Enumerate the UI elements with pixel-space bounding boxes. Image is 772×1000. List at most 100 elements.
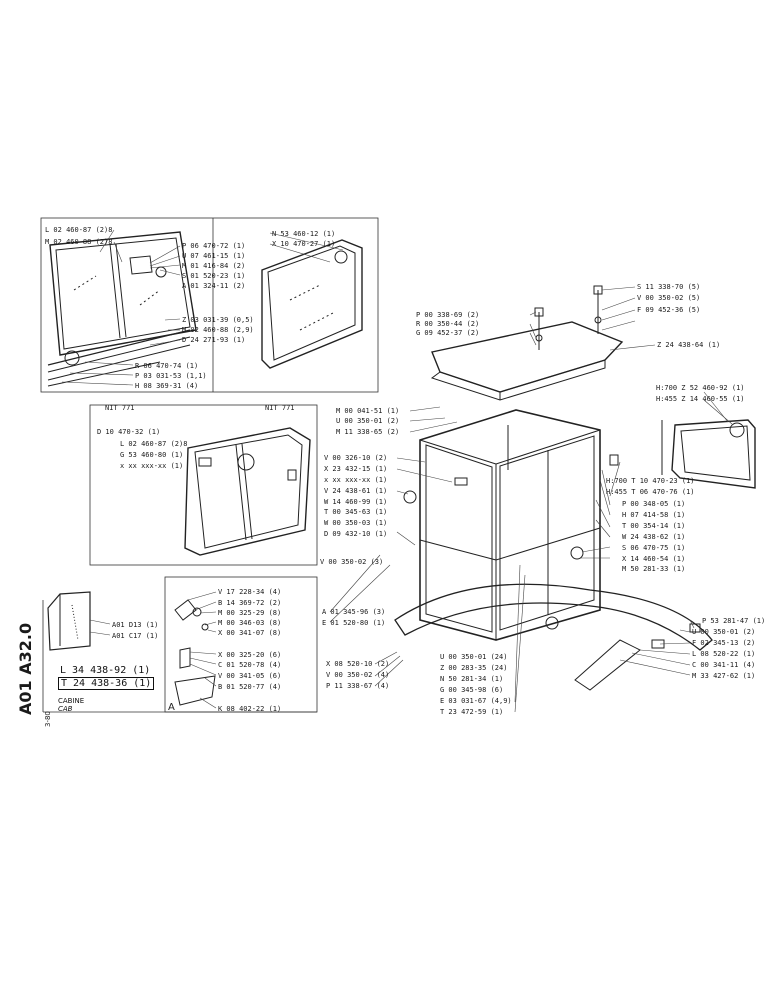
label-cab-left: V 24 438-61 (1): [324, 487, 388, 495]
label-cab-left: W 14 460-99 (1): [324, 498, 388, 506]
label-cab-center: E 01 520-80 (1): [322, 619, 386, 627]
sheet-code: A01 A32.0: [16, 622, 35, 715]
label-roof: V 00 350-02 (5): [637, 294, 701, 302]
frame-top-left: [40, 217, 379, 393]
roof-exploded: [430, 285, 624, 401]
label-hardware: M 00 325-29 (8): [218, 609, 282, 617]
label-cab-left: U 00 350-01 (2): [336, 417, 400, 425]
title-en: CAB: [58, 705, 73, 713]
label-fender: U 00 350-01 (2): [692, 628, 756, 636]
label-door-left: P 06 470-72 (1): [182, 242, 246, 250]
seat-box: [47, 591, 91, 651]
label-door-left: U 07 461-15 (1): [182, 252, 246, 260]
label-fender: P 53 281-47 (1): [702, 617, 766, 625]
label-cab-left: M 00 041-51 (1): [336, 407, 400, 415]
label-door-left: L 02 460-87 (2)8: [45, 226, 113, 234]
label-hardware: K 08 402-22 (1): [218, 705, 282, 713]
label-hardware: X 00 325-20 (6): [218, 651, 282, 659]
label-cab-bottom: E 03 031-67 (4,9): [440, 697, 512, 705]
label-door-left: M 02 460-88 (2)8: [45, 238, 113, 246]
label-cab-right: M 50 281-33 (1): [622, 565, 686, 573]
door-left-exploded: [47, 231, 197, 387]
label-cab-center: X 08 520-10 (2): [326, 660, 390, 668]
frame-lines: [40, 217, 379, 713]
label-cab-center: P 11 338-67 (4): [326, 682, 390, 690]
label-door-left: Z 03 031-39 (0,5): [182, 316, 254, 324]
label-side-window: X 10 470-27 (1): [272, 240, 336, 248]
label-door-left: P 03 031-53 (1,1): [135, 372, 207, 380]
label-hardware: M 00 346-03 (8): [218, 619, 282, 627]
side-window-exploded: [261, 239, 363, 369]
label-rear-window: H:455 T 06 470-76 (1): [606, 488, 695, 496]
label-cab-left: M 11 338-65 (2): [336, 428, 400, 436]
label-door-left: M 02 460-88 (2,9): [182, 326, 254, 334]
label-cab-left: V 00 350-02 (3): [320, 558, 384, 566]
label-cab-right: X 14 460-54 (1): [622, 555, 686, 563]
label-hardware: V 17 228-34 (4): [218, 588, 282, 596]
frame-hardware: [164, 576, 318, 713]
label-roof: F 09 452-36 (5): [637, 306, 701, 314]
leader-lines: [61, 229, 733, 713]
label-fender: M 33 427-62 (1): [692, 672, 756, 680]
label-rear-window: H:700 Z 52 460-92 (1): [656, 384, 745, 392]
label-hardware: X 00 341-07 (8): [218, 629, 282, 637]
label-side-window: N 53 460-12 (1): [272, 230, 336, 238]
label-seat-box: A01 D13 (1): [112, 621, 159, 629]
label-roof: G 09 452-37 (2): [416, 329, 480, 337]
label-cab-center: A 01 345-96 (3): [322, 608, 386, 616]
label-hardware: B 14 369-72 (2): [218, 599, 282, 607]
label-roof: R 00 350-44 (2): [416, 320, 480, 328]
nit-label-a: NIT 771: [105, 404, 135, 412]
label-cab-left: W 00 350-03 (1): [324, 519, 388, 527]
main-ref-1: L 34 438-92 (1): [60, 665, 151, 676]
label-door-left: D 24 271-93 (1): [182, 336, 246, 344]
label-fender: C 00 341-11 (4): [692, 661, 756, 669]
label-cab-bottom: N 50 281-34 (1): [440, 675, 504, 683]
label-cab-right: P 00 348-05 (1): [622, 500, 686, 508]
label-hardware: B 01 520-77 (4): [218, 683, 282, 691]
label-cab-left: D 09 432-10 (1): [324, 530, 388, 538]
label-fender: L 08 520-22 (1): [692, 650, 756, 658]
label-door-middle: L 02 460-87 (2)8: [120, 440, 188, 448]
label-cab-bottom: T 23 472-59 (1): [440, 708, 504, 716]
label-cab-bottom: Z 00 283-35 (24): [440, 664, 508, 672]
label-rear-window: H:700 T 10 470-23 (1): [606, 477, 695, 485]
label-seat-box: A01 C17 (1): [112, 632, 159, 640]
label-cab-center: V 00 350-02 (4): [326, 671, 390, 679]
label-door-middle: x xx xxx-xx (1): [120, 462, 184, 470]
label-cab-right: S 06 470-75 (1): [622, 544, 686, 552]
label-roof: P 00 338-69 (2): [416, 311, 480, 319]
label-door-left: S 01 520-23 (1): [182, 272, 246, 280]
label-cab-left: T 00 345-63 (1): [324, 508, 388, 516]
label-rear-window: H:455 Z 14 460-55 (1): [656, 395, 745, 403]
title-fr: CABINE: [58, 697, 85, 705]
label-cab-left: X 23 432-15 (1): [324, 465, 388, 473]
cab-body: [403, 409, 619, 641]
label-cab-right: T 00 354-14 (1): [622, 522, 686, 530]
label-cab-right: H 07 414-58 (1): [622, 511, 686, 519]
label-cab-right: W 24 438-62 (1): [622, 533, 686, 541]
frame-door-middle: [89, 404, 318, 566]
label-roof: S 11 338-70 (5): [637, 283, 701, 291]
label-door-middle: D 10 470-32 (1): [97, 428, 161, 436]
label-door-left: A 01 324-11 (2): [182, 282, 246, 290]
hardware-parts: [174, 599, 216, 706]
sheet-date: 3-80: [44, 711, 52, 727]
label-cab-bottom: U 00 350-01 (24): [440, 653, 508, 661]
nit-label-b: NIT 771: [265, 404, 295, 412]
label-cab-bottom: G 00 345-98 (6): [440, 686, 504, 694]
label-hardware: C 01 520-78 (4): [218, 661, 282, 669]
main-ref-2: T 24 438-36 (1): [58, 677, 155, 690]
view-letter: A: [168, 702, 175, 713]
label-hardware: V 00 341-05 (6): [218, 672, 282, 680]
label-cab-left: V 00 326-10 (2): [324, 454, 388, 462]
label-roof: Z 24 438-64 (1): [657, 341, 721, 349]
door-middle-exploded: [184, 427, 311, 556]
label-fender: F 02 345-13 (2): [692, 639, 756, 647]
label-door-left: M 01 416-84 (2): [182, 262, 246, 270]
rear-window-exploded: [661, 419, 756, 489]
label-cab-left: x xx xxx-xx (1): [324, 476, 388, 484]
label-door-left: R 06 470-74 (1): [135, 362, 199, 370]
label-door-middle: G 53 460-80 (1): [120, 451, 184, 459]
